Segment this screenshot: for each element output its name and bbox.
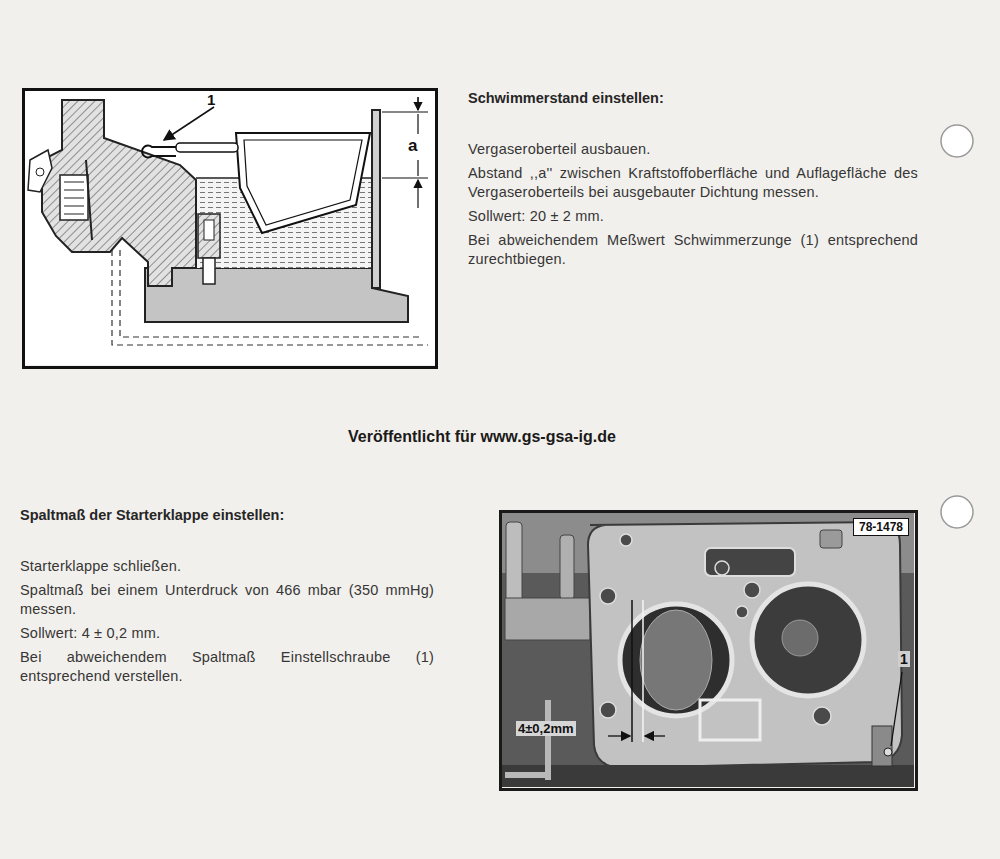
binder-hole [941,125,973,528]
instruction-text: Spaltmaß bei einem Unterdruck von 466 mb… [20,581,434,619]
dimension-label: a [406,136,419,156]
section-heading: Spaltmaß der Starterklappe einstellen: [20,507,440,523]
instruction-text: Sollwert: 4 ± 0,2 mm. [20,624,434,643]
float-chamber-drawing [25,91,435,365]
watermark: Veröffentlicht für www.gs-gsa-ig.de [348,428,616,446]
callout-number: 1 [898,651,910,667]
callout-number: 1 [207,91,215,108]
figure-frame: 1a [22,88,438,369]
carburettor-photo [502,513,914,787]
instruction-text: Vergaseroberteil ausbauen. [468,140,918,159]
figure-number: 78-1478 [859,520,903,534]
instruction-text: Starterklappe schließen. [20,557,434,576]
instruction-text: Abstand ,,a'' zwischen Kraftstoffoberflä… [468,164,918,202]
section-heading: Schwimmerstand einstellen: [468,90,918,106]
photo-frame: 4±0,2mm 1 78-1478 [499,510,918,791]
instruction-text: Bei abweichendem Spaltmaß Einstellschrau… [20,648,434,686]
dimension-label: 4±0,2mm [516,721,576,736]
figure-number: 78-1478 [853,518,909,536]
instruction-text: Bei abweichendem Meßwert Schwimmerzunge … [468,231,918,269]
instruction-text: Sollwert: 20 ± 2 mm. [468,207,918,226]
